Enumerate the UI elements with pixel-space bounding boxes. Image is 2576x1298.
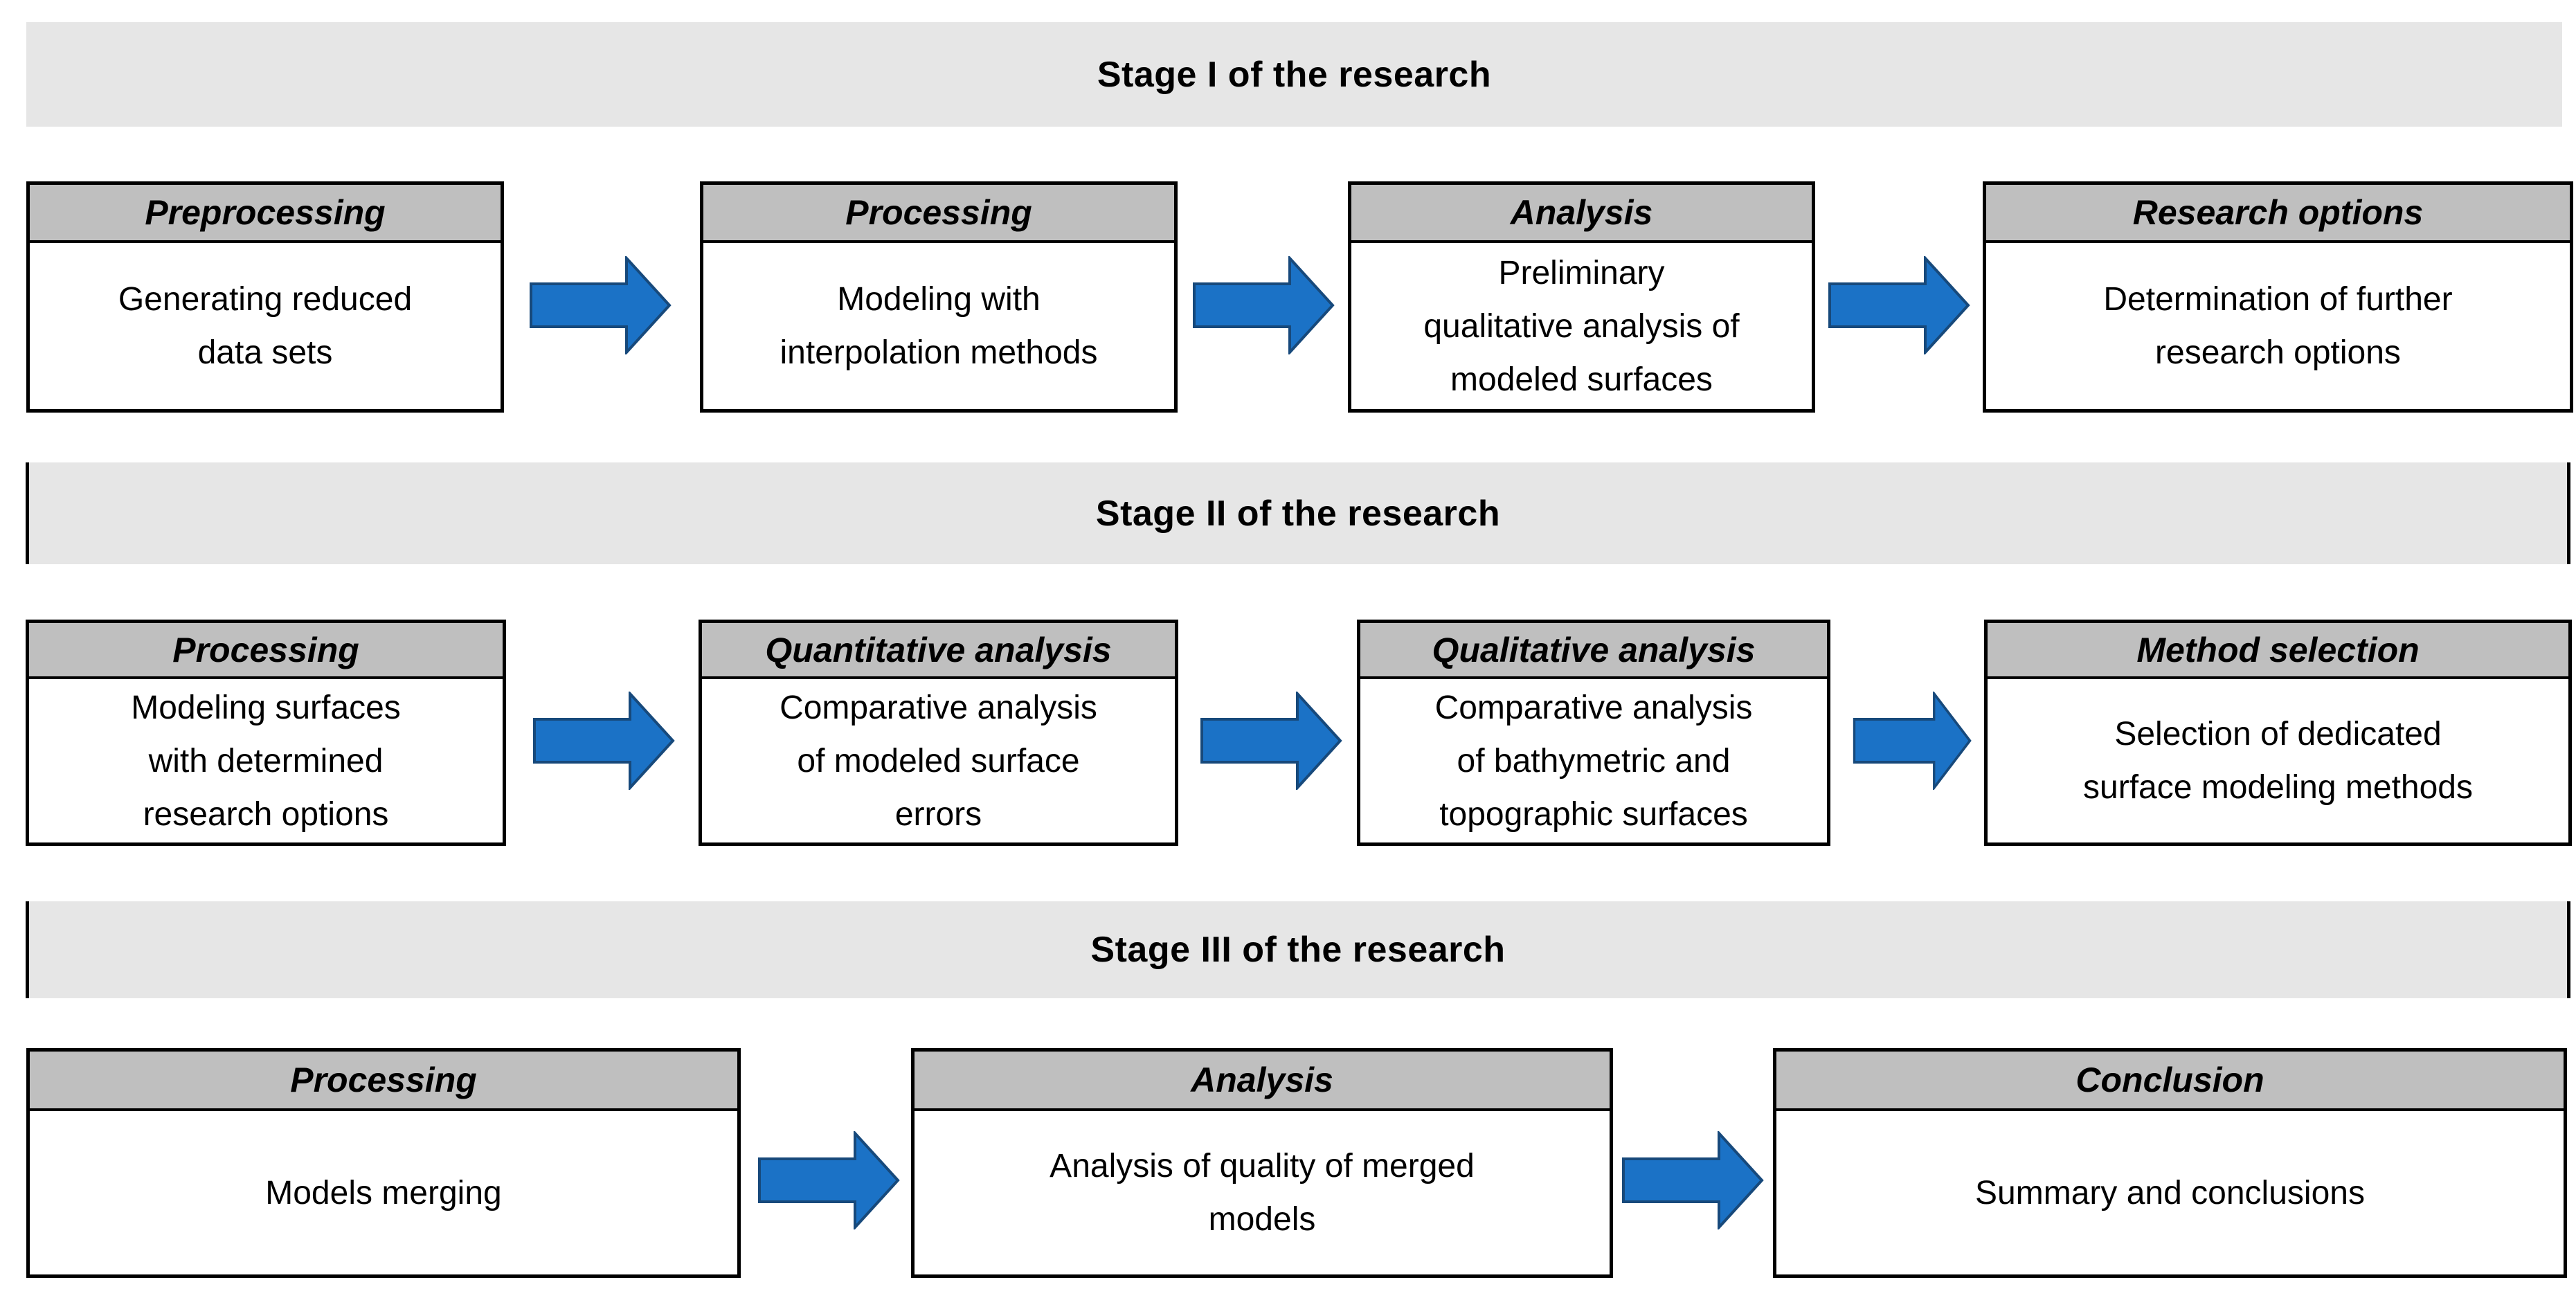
box-body-text: Comparative analysis of bathymetric and …: [1434, 689, 1753, 833]
box-body-text: Models merging: [265, 1174, 502, 1211]
stage-3-title: Stage III of the research: [1090, 930, 1506, 970]
box-header-label: Research options: [2132, 193, 2424, 232]
box-header: Quantitative analysis: [702, 623, 1175, 679]
box-header-label: Analysis: [1191, 1061, 1333, 1099]
flow-arrow-icon: [1622, 1131, 1764, 1229]
stage3-box-conclusion: Conclusion Summary and conclusions: [1773, 1048, 2567, 1278]
box-header: Analysis: [1351, 185, 1812, 243]
box-body: Summary and conclusions: [1776, 1111, 2564, 1274]
box-header: Processing: [29, 623, 503, 679]
box-header: Analysis: [915, 1052, 1610, 1111]
box-body-text: Summary and conclusions: [1975, 1174, 2365, 1211]
box-body-text: Comparative analysis of modeled surface …: [780, 689, 1097, 833]
flow-arrow-icon: [758, 1131, 900, 1229]
flow-arrow-icon: [1853, 692, 1972, 790]
flow-arrow-icon: [1193, 256, 1335, 354]
stage-1-banner: Stage I of the research: [26, 22, 2562, 127]
box-header-label: Processing: [290, 1061, 477, 1099]
box-header-label: Method selection: [2136, 630, 2420, 669]
box-header: Processing: [703, 185, 1174, 243]
flow-arrow-icon: [533, 692, 675, 790]
box-body: Determination of further research option…: [1986, 243, 2570, 409]
box-body-text: Generating reduced data sets: [118, 281, 413, 371]
box-header-label: Analysis: [1510, 193, 1653, 232]
box-header-label: Processing: [172, 630, 359, 669]
box-header-label: Conclusion: [2075, 1061, 2264, 1099]
box-body-text: Selection of dedicated surface modeling …: [2083, 716, 2473, 806]
box-body: Analysis of quality of merged models: [915, 1111, 1610, 1274]
box-header-label: Processing: [845, 193, 1032, 232]
flow-arrow-icon: [1828, 256, 1970, 354]
stage1-box-processing: Processing Modeling with interpolation m…: [700, 181, 1178, 413]
box-body: Modeling surfaces with determined resear…: [29, 679, 503, 842]
box-body-text: Modeling surfaces with determined resear…: [131, 689, 401, 833]
box-body: Selection of dedicated surface modeling …: [1988, 679, 2568, 842]
box-body: Generating reduced data sets: [30, 243, 501, 409]
stage-2-banner: Stage II of the research: [26, 462, 2570, 564]
box-header: Processing: [30, 1052, 737, 1111]
stage3-box-processing: Processing Models merging: [26, 1048, 741, 1278]
box-body-text: Modeling with interpolation methods: [780, 281, 1098, 371]
box-body: Models merging: [30, 1111, 737, 1274]
box-header-label: Qualitative analysis: [1432, 630, 1756, 669]
box-body-text: Preliminary qualitative analysis of mode…: [1423, 254, 1740, 398]
box-header: Conclusion: [1776, 1052, 2564, 1111]
box-body-text: Determination of further research option…: [2103, 281, 2453, 371]
stage-1-title: Stage I of the research: [1097, 54, 1492, 95]
box-header: Qualitative analysis: [1360, 623, 1827, 679]
flow-arrow-icon: [530, 256, 672, 354]
box-header-label: Preprocessing: [145, 193, 386, 232]
stage2-box-quantitative-analysis: Quantitative analysis Comparative analys…: [699, 620, 1178, 846]
stage1-box-analysis: Analysis Preliminary qualitative analysi…: [1348, 181, 1815, 413]
stage3-box-analysis: Analysis Analysis of quality of merged m…: [911, 1048, 1613, 1278]
box-header: Research options: [1986, 185, 2570, 243]
box-body: Comparative analysis of modeled surface …: [702, 679, 1175, 842]
stage-2-title: Stage II of the research: [1095, 493, 1501, 534]
flow-arrow-icon: [1200, 692, 1342, 790]
stage2-box-processing: Processing Modeling surfaces with determ…: [26, 620, 506, 846]
stage2-box-qualitative-analysis: Qualitative analysis Comparative analysi…: [1357, 620, 1830, 846]
stage1-box-preprocessing: Preprocessing Generating reduced data se…: [26, 181, 504, 413]
box-body: Modeling with interpolation methods: [703, 243, 1174, 409]
box-header-label: Quantitative analysis: [765, 630, 1112, 669]
stage1-box-research-options: Research options Determination of furthe…: [1983, 181, 2573, 413]
box-header: Method selection: [1988, 623, 2568, 679]
box-body: Comparative analysis of bathymetric and …: [1360, 679, 1827, 842]
stage2-box-method-selection: Method selection Selection of dedicated …: [1984, 620, 2572, 846]
box-header: Preprocessing: [30, 185, 501, 243]
stage-3-banner: Stage III of the research: [26, 901, 2570, 998]
box-body-text: Analysis of quality of merged models: [1050, 1148, 1475, 1238]
box-body: Preliminary qualitative analysis of mode…: [1351, 243, 1812, 409]
